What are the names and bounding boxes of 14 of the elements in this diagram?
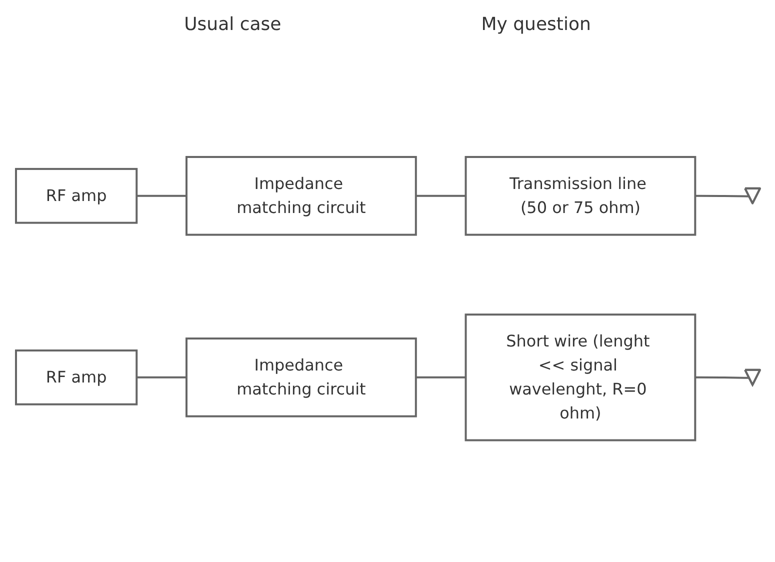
node-box: RF amp bbox=[14, 349, 138, 406]
connector bbox=[136, 194, 186, 197]
node-box: Impedance matching circuit bbox=[185, 337, 416, 418]
connector bbox=[694, 194, 749, 198]
connector bbox=[415, 376, 466, 378]
node-box: Transmission line (50 or 75 ohm) bbox=[464, 156, 696, 236]
connector bbox=[694, 376, 749, 379]
node-box: Short wire (lenght << signal wavelenght, R=0 ohm) bbox=[464, 313, 696, 442]
section-heading: Usual case bbox=[184, 14, 282, 35]
connector bbox=[415, 194, 466, 197]
node-box: Impedance matching circuit bbox=[185, 156, 416, 236]
section-heading: My question bbox=[481, 14, 591, 35]
connector bbox=[136, 376, 186, 378]
node-box: RF amp bbox=[14, 168, 138, 224]
